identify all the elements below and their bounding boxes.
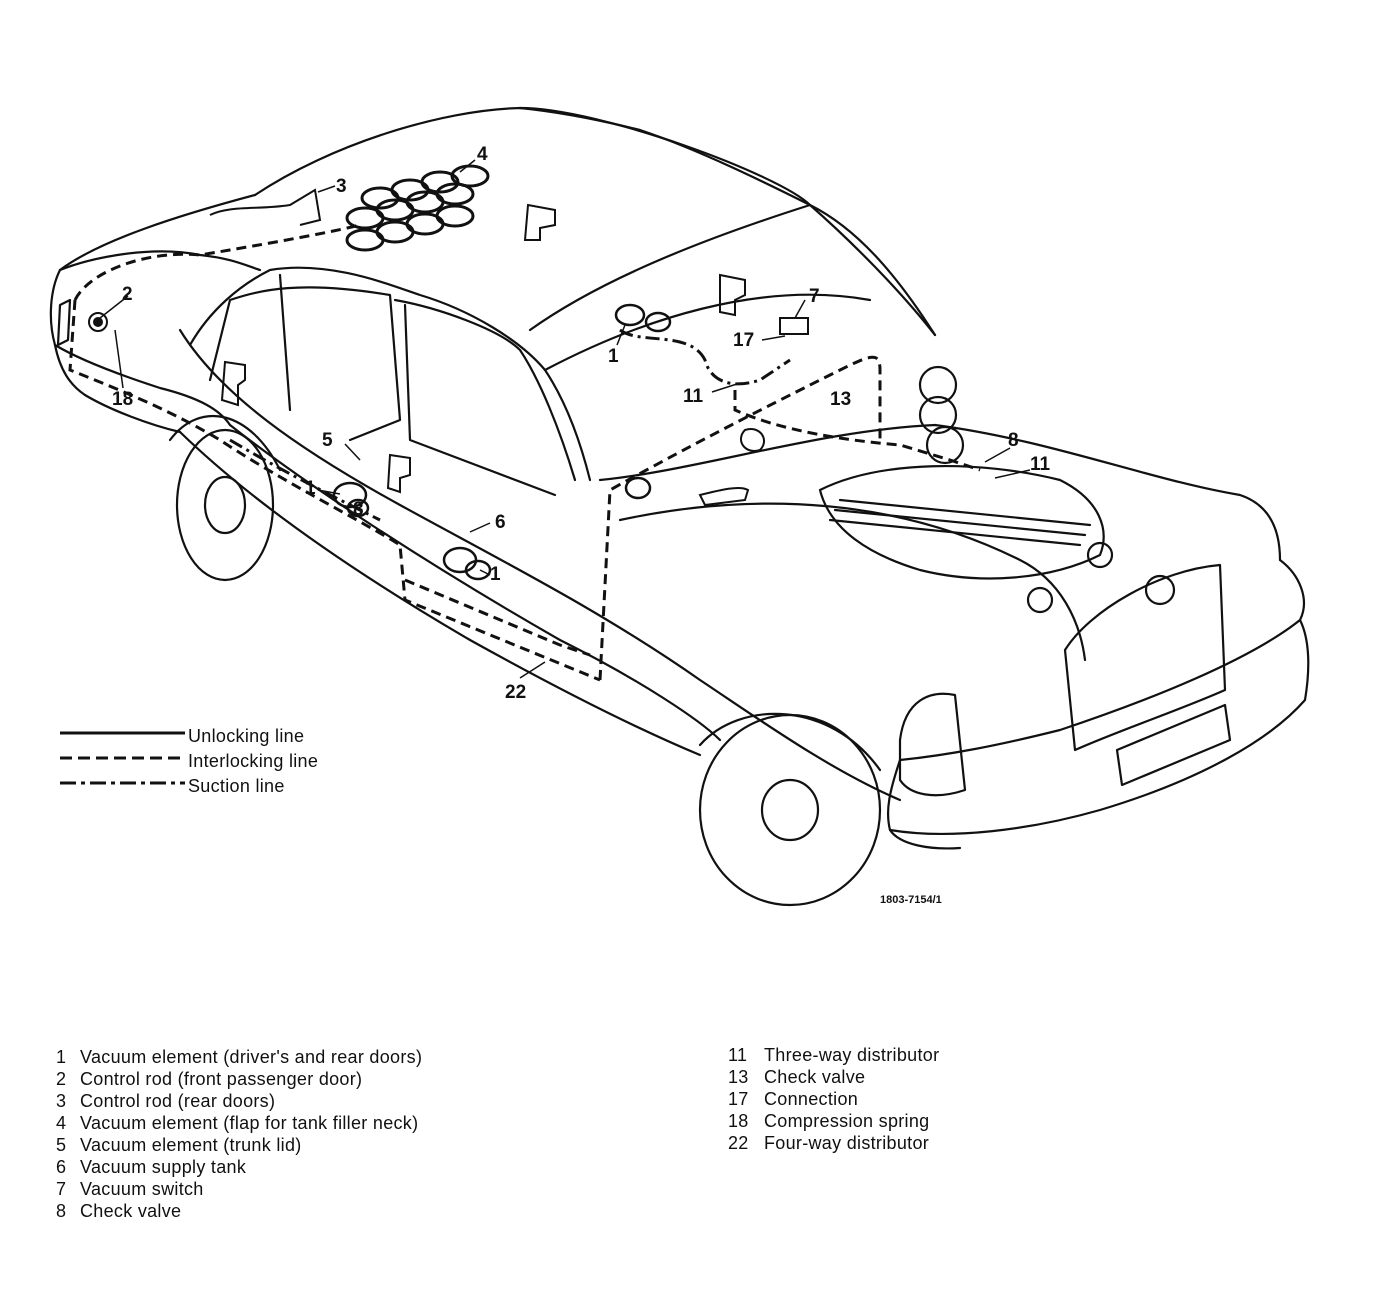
list-item: 18 Compression spring	[728, 1110, 939, 1132]
part-number: 11	[728, 1045, 748, 1065]
list-item: 7 Vacuum switch	[56, 1178, 422, 1200]
part-number: 6	[56, 1157, 67, 1177]
callout-17: 17	[733, 330, 754, 351]
callout-22: 22	[505, 682, 526, 703]
vacuum-lines	[68, 223, 981, 682]
callout-4: 2	[122, 284, 133, 305]
callout-18: 18	[112, 389, 133, 410]
callout-labels: 4 3 2 18 5 1 8 6 1 1 7 17 11 13 8 11 22	[112, 144, 1051, 703]
part-number: 17	[728, 1089, 749, 1109]
callout-13: 13	[830, 389, 851, 410]
part-number: 2	[56, 1069, 67, 1089]
callout-7: 7	[809, 286, 820, 307]
part-description: Control rod (front passenger door)	[80, 1069, 363, 1089]
part-description: Three-way distributor	[764, 1045, 940, 1065]
vacuum-supply-tank	[345, 164, 490, 252]
part-description: Vacuum element (driver's and rear doors)	[80, 1047, 423, 1067]
list-item: 11 Three-way distributor	[728, 1044, 939, 1066]
callout-8-engine: 8	[1008, 430, 1019, 451]
vacuum-element-tank-flap	[88, 312, 108, 332]
part-description: Four-way distributor	[764, 1133, 930, 1153]
callout-1-rear: 1	[305, 478, 316, 499]
list-item: 1 Vacuum element (driver's and rear doors…	[56, 1046, 422, 1068]
part-number: 4	[56, 1113, 67, 1133]
legend-label-suction: Suction line	[188, 776, 285, 796]
list-item: 8 Check valve	[56, 1200, 422, 1222]
callout-8-rear: 8	[353, 499, 364, 520]
part-description: Control rod (rear doors)	[80, 1091, 276, 1111]
figure-id: 1803-7154/1	[880, 894, 942, 906]
legend-line-solid	[60, 731, 185, 735]
legend-label-interlocking: Interlocking line	[188, 751, 319, 771]
part-number: 7	[56, 1179, 67, 1199]
legend-line-dash-dot	[60, 781, 185, 785]
list-item: 5 Vacuum element (trunk lid)	[56, 1134, 422, 1156]
list-item: 6 Vacuum supply tank	[56, 1156, 422, 1178]
part-number: 22	[728, 1133, 749, 1153]
part-number: 1	[56, 1047, 67, 1067]
vacuum-switch	[220, 203, 809, 507]
part-description: Check valve	[80, 1201, 182, 1221]
part-number: 3	[56, 1091, 67, 1111]
part-description: Vacuum element (flap for tank filler nec…	[80, 1113, 419, 1133]
list-item: 2 Control rod (front passenger door)	[56, 1068, 422, 1090]
list-item: 22 Four-way distributor	[728, 1132, 939, 1154]
callout-leaders	[99, 159, 1031, 679]
car-vacuum-system-diagram: 4 3 2 18 5 1 8 6 1 1 7 17 11 13 8 11 22	[49, 106, 1310, 907]
parts-list-right: 11 Three-way distributor 13 Check valve 17…	[728, 1044, 939, 1154]
list-item: 17 Connection	[728, 1088, 939, 1110]
list-item: 4 Vacuum element (flap for tank filler ne…	[56, 1112, 422, 1134]
callout-11-dash: 11	[683, 386, 704, 407]
part-number: 8	[56, 1201, 67, 1221]
callout-3: 5	[322, 430, 333, 451]
callout-1-front: 1	[490, 564, 501, 585]
part-description: Connection	[764, 1089, 859, 1109]
list-item: 3 Control rod (rear doors)	[56, 1090, 422, 1112]
part-description: Check valve	[764, 1067, 866, 1087]
callout-5: 3	[336, 176, 347, 197]
part-description: Compression spring	[764, 1111, 930, 1131]
callout-2: 6	[495, 512, 506, 533]
vacuum-elements-doors	[332, 303, 672, 581]
part-description: Vacuum element (trunk lid)	[80, 1135, 302, 1155]
callout-11-engine: 11	[1030, 454, 1051, 475]
callout-6: 4	[477, 144, 488, 165]
legend-line-dashed	[60, 756, 185, 760]
part-number: 13	[728, 1067, 749, 1087]
list-item: 13 Check valve	[728, 1066, 939, 1088]
vacuum-element-trunk-lid	[209, 188, 322, 226]
part-number: 18	[728, 1111, 749, 1131]
legend-label-unlocking: Unlocking line	[188, 726, 305, 746]
callout-1-dash: 1	[608, 346, 619, 367]
part-description: Vacuum switch	[80, 1179, 204, 1199]
car-body-outline	[49, 106, 1310, 907]
parts-list-left: 1 Vacuum element (driver's and rear doors…	[56, 1046, 422, 1222]
part-description: Vacuum supply tank	[80, 1157, 247, 1177]
part-number: 5	[56, 1135, 67, 1155]
